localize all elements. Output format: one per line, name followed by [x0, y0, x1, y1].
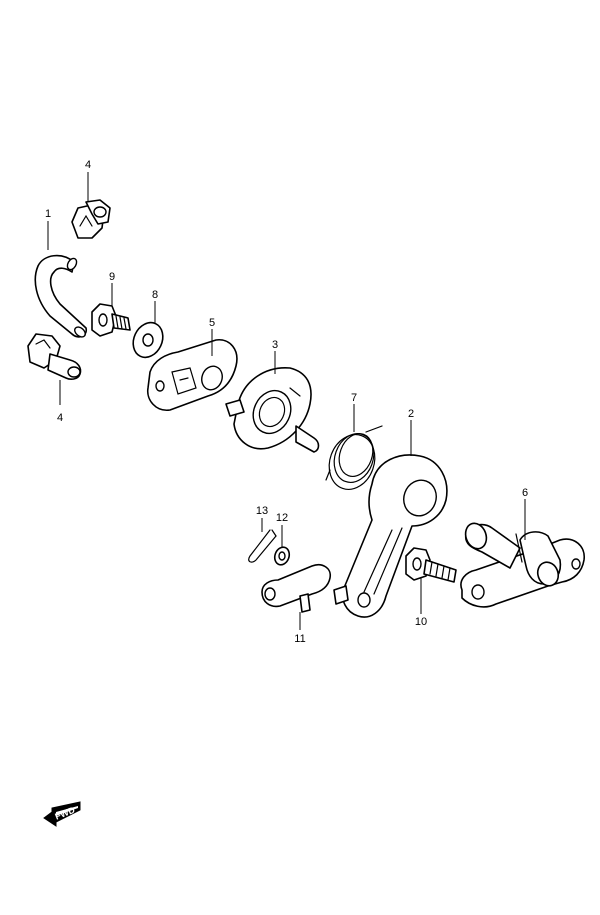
fwd-arrow-icon: FWD	[43, 801, 81, 827]
callout-3: 3	[272, 339, 278, 351]
callout-8: 8	[152, 289, 158, 301]
leader-lines	[47, 172, 526, 630]
part-8-washer	[132, 321, 164, 359]
callout-5: 5	[209, 317, 215, 329]
part-12-washer	[273, 546, 291, 566]
callout-9: 9	[109, 271, 115, 283]
part-7-spring	[325, 425, 383, 490]
callout-6: 6	[522, 487, 528, 499]
part-1-hose	[34, 254, 88, 338]
callout-10: 10	[415, 616, 427, 628]
callouts: 1 2 3 4 4 5 6 7 8 9 10 11 12 13	[45, 159, 528, 645]
part-9-bolt	[91, 303, 131, 337]
part-3-cam	[225, 367, 320, 453]
callout-4-top: 4	[85, 159, 91, 171]
part-13-pin	[248, 529, 277, 563]
callout-4-bottom: 4	[57, 412, 63, 424]
callout-7: 7	[351, 392, 357, 404]
callout-12: 12	[276, 512, 288, 524]
part-4-clip-bottom	[27, 333, 82, 380]
part-11-link	[261, 563, 332, 613]
callout-11: 11	[294, 633, 305, 645]
callout-2: 2	[408, 408, 414, 420]
callout-13: 13	[256, 505, 268, 517]
part-4-clip-top	[71, 199, 111, 239]
callout-1: 1	[45, 208, 51, 220]
part-2-lever	[333, 454, 448, 618]
part-6-bracket	[460, 522, 585, 608]
part-5-plate	[146, 339, 238, 411]
part-10-bolt	[405, 547, 457, 583]
